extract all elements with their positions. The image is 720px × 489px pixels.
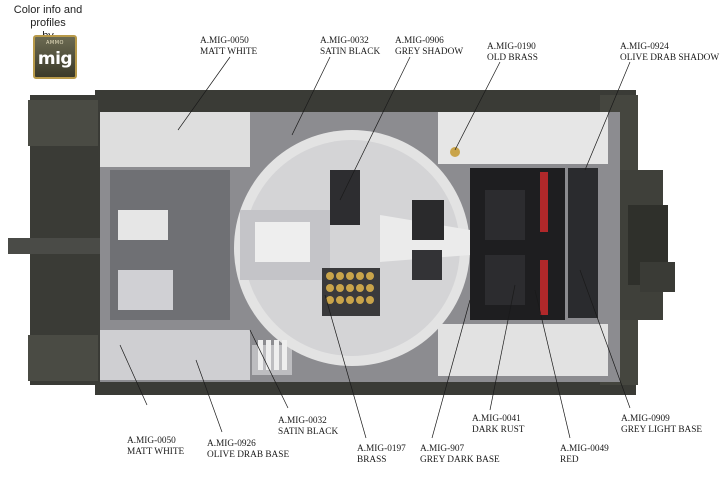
logo-brand-top: AMMO	[46, 40, 64, 46]
label-code: A.MIG-0190	[487, 42, 536, 52]
label-grey-shadow: A.MIG-0906 GREY SHADOW	[395, 36, 463, 58]
label-color-name: OLIVE DRAB BASE	[207, 450, 290, 460]
label-code: A.MIG-0924	[620, 42, 669, 52]
label-red: A.MIG-0049 RED	[560, 444, 609, 466]
label-color-name: GREY DARK BASE	[420, 455, 500, 465]
label-code: A.MIG-0032	[278, 416, 327, 426]
label-grey-light-base: A.MIG-0909 GREY LIGHT BASE	[621, 414, 702, 436]
label-color-name: MATT WHITE	[200, 47, 258, 57]
label-olive-drab-shadow: A.MIG-0924 OLIVE DRAB SHADOW	[620, 42, 719, 64]
label-code: A.MIG-0032	[320, 36, 369, 46]
label-color-name: OLIVE DRAB SHADOW	[620, 53, 720, 63]
credit-line-1: Color info and profiles	[13, 4, 83, 29]
label-code: A.MIG-0909	[621, 414, 670, 424]
label-color-name: SATIN BLACK	[278, 427, 339, 437]
engine-compartment	[470, 168, 598, 320]
label-color-name: BRASS	[357, 455, 387, 465]
turret	[234, 130, 470, 366]
label-brass: A.MIG-0197 BRASS	[357, 444, 406, 466]
label-code: A.MIG-0049	[560, 444, 609, 454]
label-color-name: DARK RUST	[472, 425, 525, 435]
label-matt-white-bottom: A.MIG-0050 MATT WHITE	[127, 436, 184, 458]
ammo-mig-logo: AMMO mig	[33, 35, 77, 79]
label-code: A.MIG-0041	[472, 414, 521, 424]
label-color-name: SATIN BLACK	[320, 47, 381, 57]
label-color-name: GREY SHADOW	[395, 47, 464, 57]
label-color-name: RED	[560, 455, 579, 465]
floor-grille	[258, 340, 287, 370]
logo-brand-main: mig	[37, 49, 73, 69]
label-code: A.MIG-0197	[357, 444, 406, 454]
label-code: A.MIG-0926	[207, 439, 256, 449]
label-code: A.MIG-0050	[127, 436, 176, 446]
label-dark-rust: A.MIG-0041 DARK RUST	[472, 414, 524, 436]
label-code: A.MIG-0050	[200, 36, 249, 46]
label-satin-black-top: A.MIG-0032 SATIN BLACK	[320, 36, 380, 58]
label-color-name: OLD BRASS	[487, 53, 538, 63]
label-color-name: GREY LIGHT BASE	[621, 425, 703, 435]
label-satin-black-bottom: A.MIG-0032 SATIN BLACK	[278, 416, 338, 438]
leader-lines	[119, 56, 631, 439]
label-grey-dark-base: A.MIG-907 GREY DARK BASE	[420, 444, 500, 466]
label-old-brass: A.MIG-0190 OLD BRASS	[487, 42, 538, 64]
label-code: A.MIG-907	[420, 444, 465, 454]
label-code: A.MIG-0906	[395, 36, 444, 46]
label-olive-drab-base: A.MIG-0926 OLIVE DRAB BASE	[207, 439, 289, 461]
brass-shell-rack	[322, 147, 460, 316]
label-color-name: MATT WHITE	[127, 447, 185, 457]
label-matt-white-top: A.MIG-0050 MATT WHITE	[200, 36, 257, 58]
